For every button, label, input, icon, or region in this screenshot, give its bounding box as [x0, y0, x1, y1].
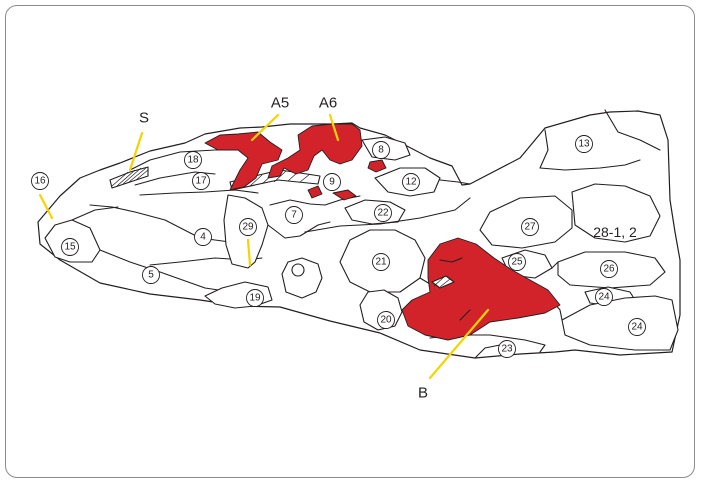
- segment-15: 15: [64, 242, 76, 253]
- segment-5: 5: [148, 270, 154, 281]
- segment-19: 19: [249, 293, 261, 304]
- segment-23: 23: [501, 344, 513, 355]
- segment-12: 12: [405, 177, 417, 188]
- segment-28: 28-1, 2: [593, 224, 637, 240]
- segment-26: 26: [603, 264, 615, 275]
- label-s: S: [139, 110, 149, 127]
- label-a6: A6: [319, 95, 337, 112]
- segment-18: 18: [187, 155, 199, 166]
- segment-7: 7: [291, 210, 297, 221]
- label-a5: A5: [271, 95, 289, 112]
- segment-20: 20: [380, 315, 392, 326]
- segment-9: 9: [329, 177, 335, 188]
- segment-25: 25: [511, 257, 523, 268]
- label-b: B: [418, 385, 428, 402]
- segment-22: 22: [377, 208, 389, 219]
- segment-21: 21: [375, 257, 387, 268]
- segment-24-lower: 24: [631, 322, 643, 333]
- segment-24-upper: 24: [598, 292, 610, 303]
- segment-27: 27: [524, 222, 536, 233]
- segment-16: 16: [34, 176, 46, 187]
- segment-17: 17: [195, 176, 207, 187]
- segment-29: 29: [242, 222, 254, 233]
- segment-13: 13: [578, 139, 590, 150]
- segment-8: 8: [378, 145, 384, 156]
- segment-4: 4: [200, 232, 206, 243]
